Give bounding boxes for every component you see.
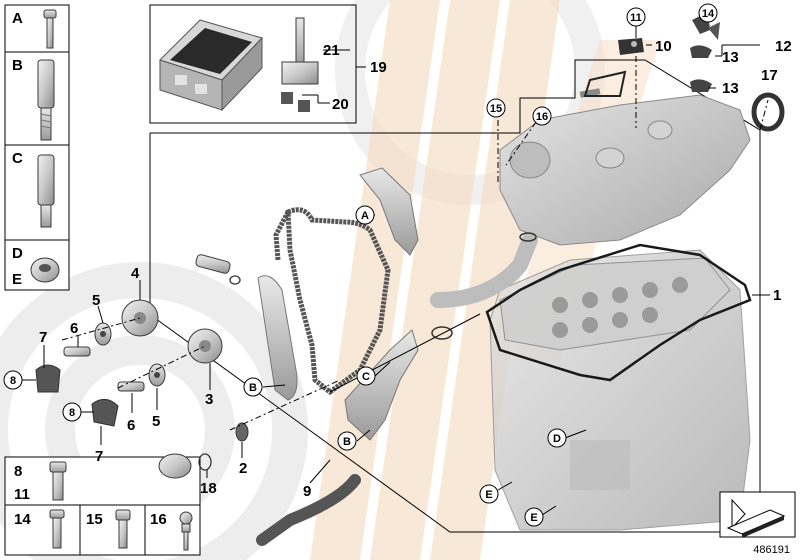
part-number-19: 19: [370, 59, 387, 76]
screw-8-11: [49, 461, 67, 501]
part-number-7-lower: 7: [95, 448, 103, 465]
ball-stud-16: [179, 511, 193, 551]
legend-letter-e: E: [12, 271, 22, 288]
navigate-arrow-icon[interactable]: [719, 491, 796, 538]
callout-letter-a: A: [361, 210, 369, 222]
callout-letter-e-2: E: [530, 512, 537, 524]
part-number-2: 2: [239, 460, 247, 477]
callout-number-15: 15: [490, 103, 502, 115]
legend-letter-b: B: [12, 57, 23, 74]
part-number-21: 21: [323, 42, 340, 59]
callout-letter-b-rail: B: [249, 382, 257, 394]
part-number-10: 10: [655, 38, 672, 55]
guide-rail-lower: [344, 329, 419, 441]
part-number-6-lower: 6: [127, 417, 135, 434]
tool-kit-box: [149, 4, 357, 124]
magnet-7-upper: [35, 364, 61, 393]
legend-letter-d: D: [12, 245, 23, 262]
bolt-b: [37, 59, 55, 141]
tool-20: [281, 92, 310, 112]
screw-15: [115, 509, 131, 549]
screw-14: [49, 509, 65, 549]
legend-letter-c: C: [12, 150, 23, 167]
sprocket-3: [187, 328, 223, 364]
oil-pipe-upper: [430, 232, 538, 308]
callout-number-11: 11: [630, 12, 642, 24]
part-number-5-lower: 5: [152, 413, 160, 430]
sprocket-4: [121, 299, 159, 337]
legend-number-15: 15: [86, 511, 103, 528]
clip-10: [618, 38, 644, 55]
legend-number-8: 8: [14, 463, 22, 480]
tool-case: [159, 19, 263, 112]
oil-pipe-lower: [256, 474, 361, 546]
callout-letter-d: D: [553, 433, 561, 445]
o-ring-top: [519, 232, 537, 242]
guide-rail-upper: [359, 167, 419, 256]
bracket-13-b: [690, 79, 712, 92]
legend-number-14: 14: [14, 511, 31, 528]
part-number-7-upper: 7: [39, 329, 47, 346]
chain-tensioner: [195, 254, 241, 285]
plug-18: [158, 453, 212, 479]
callout-number-8-lower: 8: [69, 407, 75, 419]
callout-number-16: 16: [536, 111, 548, 123]
part-number-4: 4: [131, 265, 140, 282]
callout-number-14: 14: [702, 8, 715, 20]
plug-de: [30, 257, 60, 283]
cover-seal: [583, 70, 627, 97]
washer-5-upper: [94, 322, 112, 346]
seal-17: [751, 92, 785, 132]
part-number-5-upper: 5: [92, 292, 100, 309]
sprocket-2: [235, 422, 249, 442]
tensioner-rail: [257, 275, 298, 401]
callout-circles: [3, 3, 718, 527]
part-number-6-upper: 6: [70, 320, 78, 337]
washer-5-lower: [148, 363, 166, 387]
leader-lines: [22, 26, 770, 516]
bolt-c: [37, 154, 55, 228]
reference-number: 486191: [753, 544, 790, 556]
screw-a: [43, 9, 57, 49]
part-number-18: 18: [200, 480, 217, 497]
callout-letter-c-lower: C: [362, 371, 370, 383]
legend-number-16: 16: [150, 511, 167, 528]
part-number-1: 1: [773, 287, 781, 304]
callout-number-8-upper: 8: [10, 375, 16, 387]
part-number-13-lower: 13: [722, 80, 739, 97]
magnet-7-lower: [91, 399, 119, 427]
engine-block: [489, 249, 751, 531]
part-number-9: 9: [303, 483, 311, 500]
part-number-12: 12: [775, 38, 792, 55]
bracket-13-a: [690, 45, 712, 58]
bolt-6-upper: [63, 346, 91, 357]
legend-number-11: 11: [14, 486, 30, 503]
part-number-17: 17: [761, 67, 778, 84]
part-number-20: 20: [332, 96, 349, 113]
legend-letter-a: A: [12, 10, 23, 27]
cylinder-head-cover: [499, 88, 751, 246]
legend-table: A B C D E: [4, 4, 70, 291]
o-ring-pipe: [431, 326, 453, 340]
callout-letter-e-1: E: [485, 489, 492, 501]
part-number-3: 3: [205, 391, 213, 408]
tool-21: [281, 17, 319, 85]
part-number-13-upper: 13: [722, 49, 739, 66]
assembly-frame: [149, 59, 761, 533]
valve-cover-gasket: [485, 243, 752, 382]
callout-letter-b-lower: B: [343, 436, 351, 448]
